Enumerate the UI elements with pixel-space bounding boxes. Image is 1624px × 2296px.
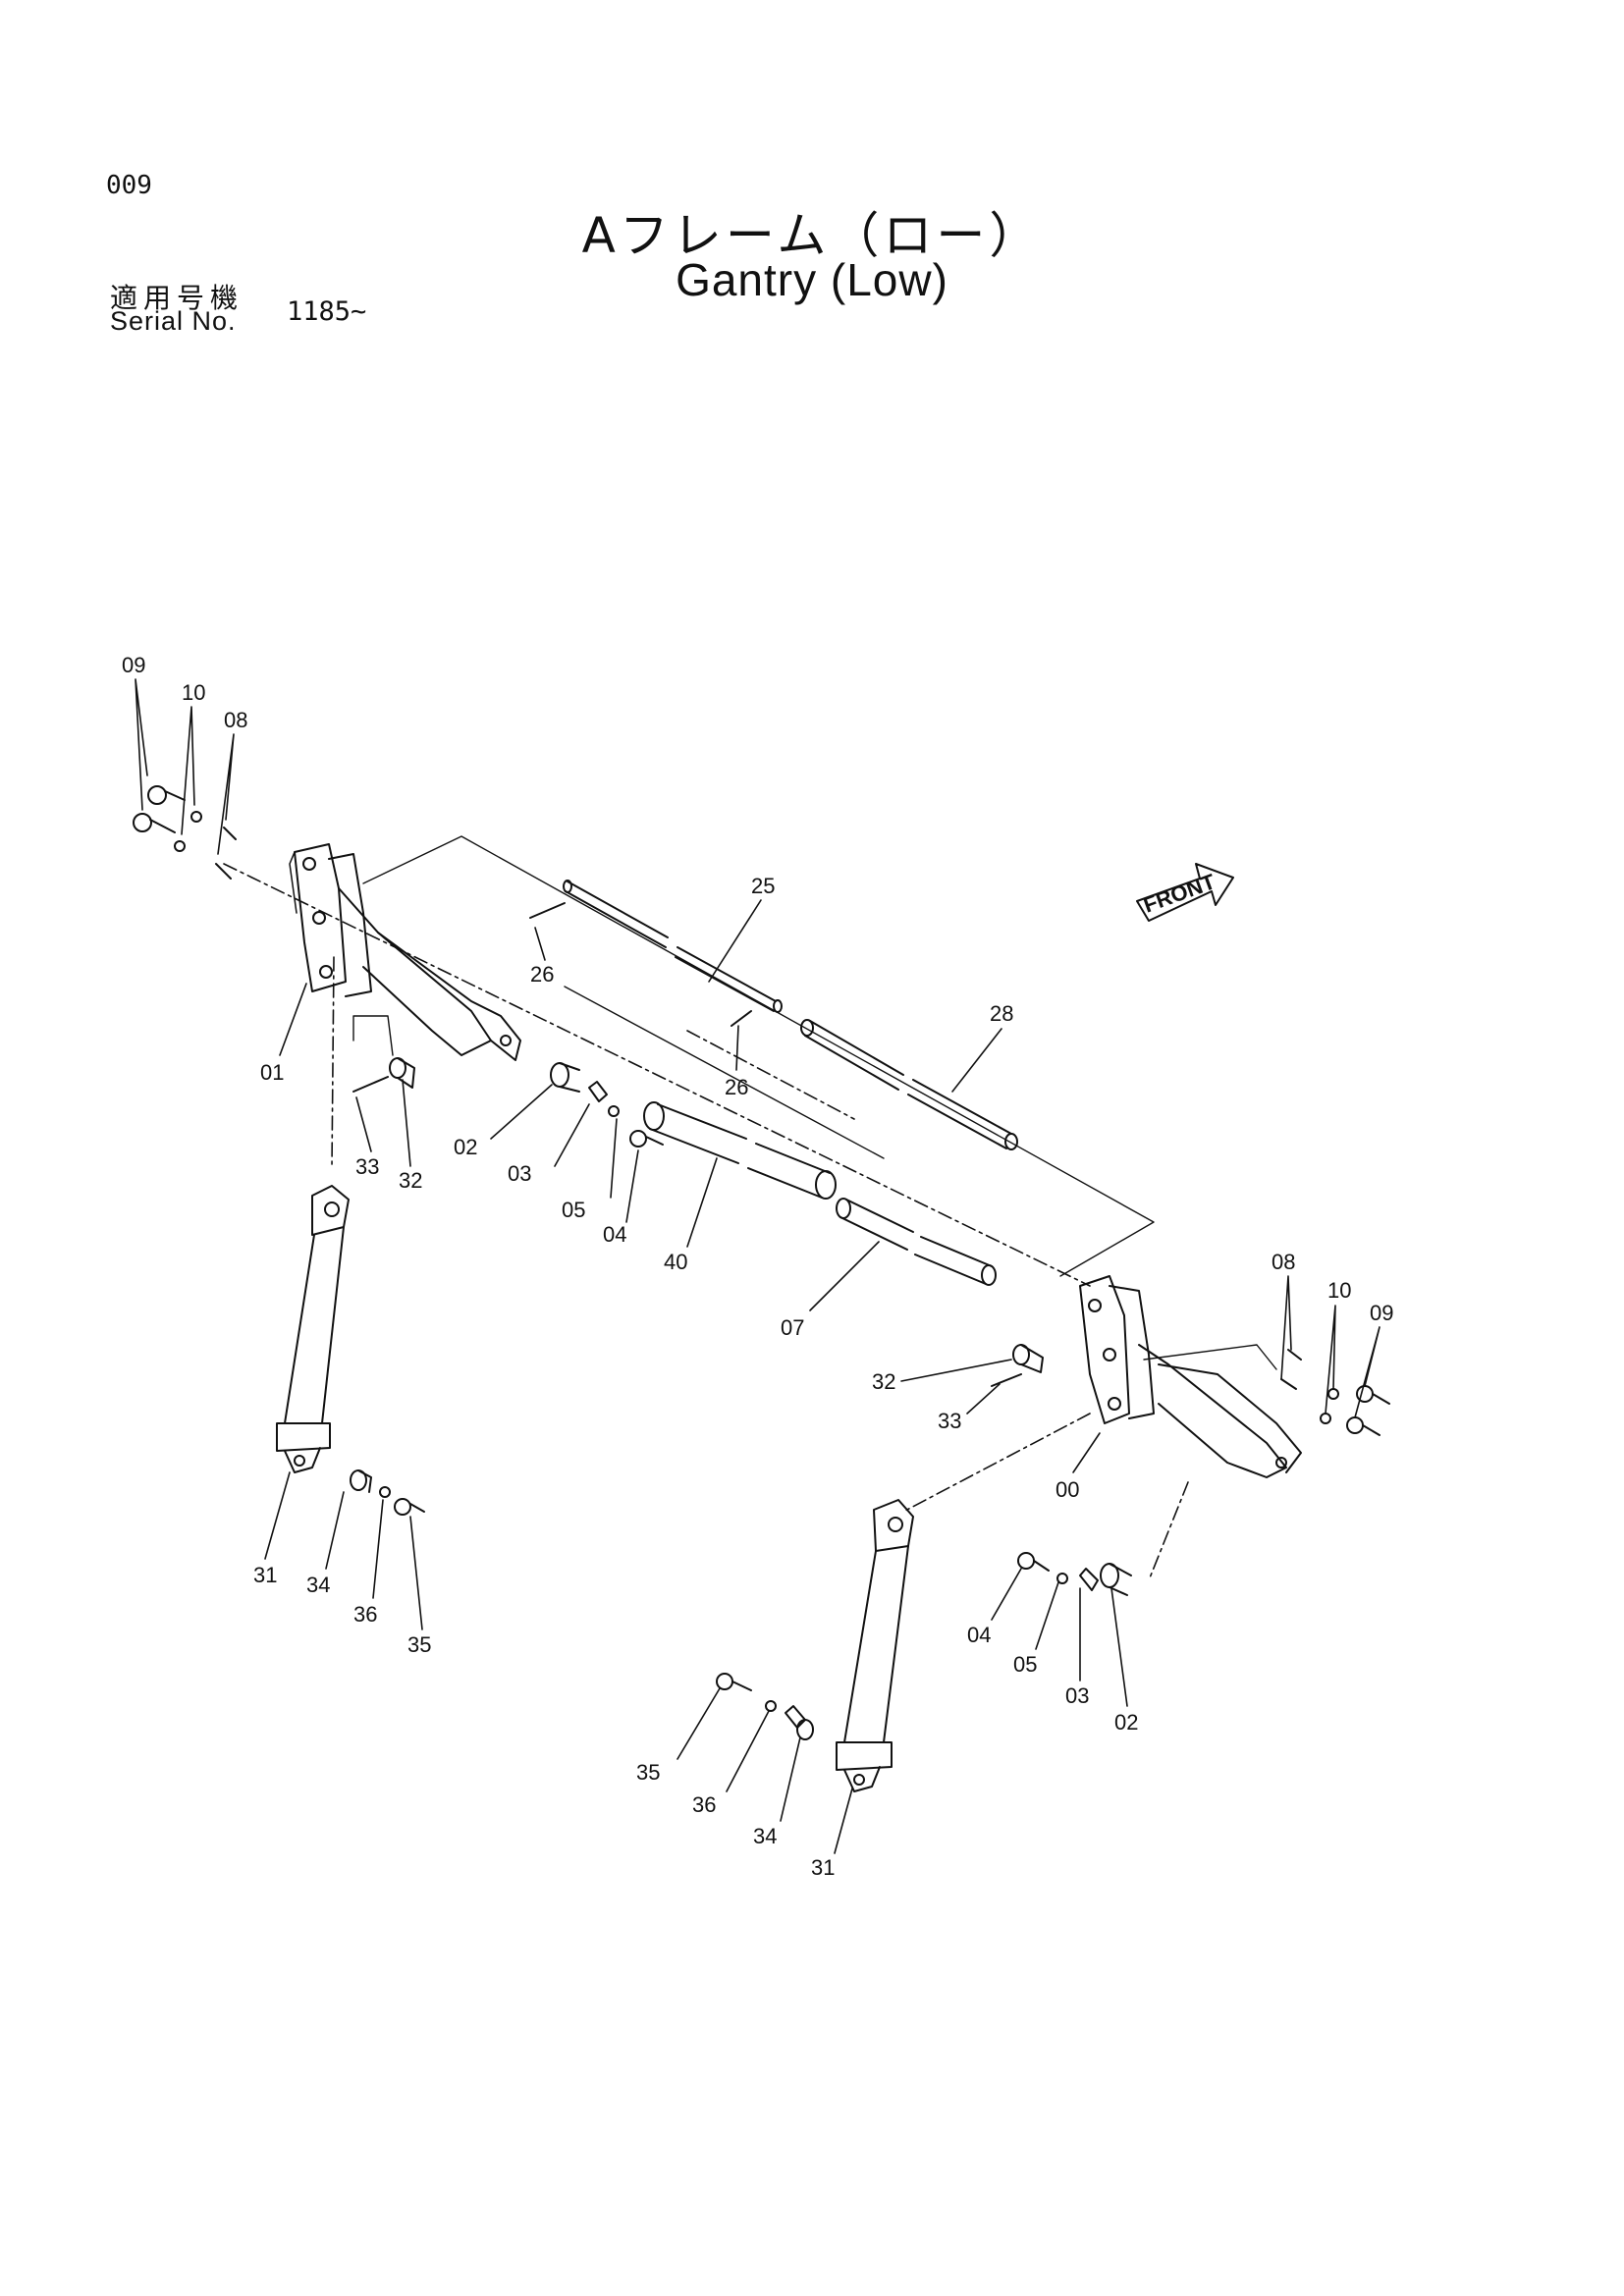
callout-35-right: 35 <box>636 1760 660 1785</box>
right-cylinder-31 <box>836 1499 914 1792</box>
callout-10-right: 10 <box>1327 1278 1351 1303</box>
callout-10-left: 10 <box>182 680 205 705</box>
front-direction-arrow: FRONT <box>1136 863 1234 922</box>
callout-00: 00 <box>1056 1477 1079 1502</box>
callout-08-right: 08 <box>1272 1250 1295 1274</box>
callout-labels: 09 10 08 01 25 26 26 28 02 03 05 04 40 0… <box>122 653 1393 1880</box>
callout-05-right: 05 <box>1013 1652 1037 1677</box>
callout-09-right: 09 <box>1370 1301 1393 1325</box>
pin-07 <box>836 1198 997 1286</box>
callout-07: 07 <box>781 1315 804 1340</box>
callout-32-right: 32 <box>872 1369 895 1394</box>
callout-03-left: 03 <box>508 1161 531 1186</box>
reference-bracket-right <box>1143 1344 1277 1370</box>
callout-26-lower: 26 <box>725 1075 748 1099</box>
front-arrow-label: FRONT <box>1140 869 1218 918</box>
callout-02-right: 02 <box>1114 1710 1138 1735</box>
callout-25: 25 <box>751 874 775 898</box>
callout-31-right: 31 <box>811 1855 835 1880</box>
title-english: Gantry (Low) <box>676 254 948 305</box>
callout-28: 28 <box>990 1001 1013 1026</box>
bushing-40 <box>643 1101 837 1200</box>
callout-08-left: 08 <box>224 708 247 732</box>
serial-label-japanese: 適用号機 <box>110 282 244 314</box>
serial-label-english: Serial No. <box>110 306 237 336</box>
right-small-hardware <box>716 1344 1390 1740</box>
left-small-hardware <box>133 785 664 1516</box>
pin-28 <box>800 1019 1018 1150</box>
callout-09-left: 09 <box>122 653 145 677</box>
left-gantry-frame <box>289 843 521 1061</box>
callout-02-left: 02 <box>454 1135 477 1159</box>
pin-25 <box>563 880 783 1013</box>
callout-36-left: 36 <box>353 1602 377 1627</box>
reference-bracket <box>352 1015 394 1056</box>
callout-34-left: 34 <box>306 1573 330 1597</box>
callout-leader-lines <box>135 678 1380 1854</box>
callout-35-left: 35 <box>407 1632 431 1657</box>
right-gantry-frame <box>1079 1275 1302 1478</box>
title-japanese: Aフレーム（ロー） <box>581 207 1043 264</box>
callout-05-left: 05 <box>562 1198 585 1222</box>
serial-number-value: 1185~ <box>287 296 367 327</box>
callout-31-left: 31 <box>253 1563 277 1587</box>
callout-32-left: 32 <box>399 1168 422 1193</box>
callout-36-right: 36 <box>692 1792 716 1817</box>
callout-01: 01 <box>260 1060 284 1085</box>
page-number: 009 <box>106 171 152 200</box>
callout-33-left: 33 <box>355 1154 379 1179</box>
callout-04-left: 04 <box>603 1222 626 1247</box>
lock-pin-26 <box>529 902 752 1027</box>
callout-40: 40 <box>664 1250 687 1274</box>
callout-34-right: 34 <box>753 1824 777 1848</box>
callout-33-right: 33 <box>938 1409 961 1433</box>
left-cylinder-31 <box>276 1185 350 1473</box>
callout-26-upper: 26 <box>530 962 554 987</box>
callout-04-right: 04 <box>967 1623 991 1647</box>
assembly-center-lines <box>223 863 1189 1581</box>
callout-03-right: 03 <box>1065 1683 1089 1708</box>
reference-outline <box>362 835 1155 1277</box>
